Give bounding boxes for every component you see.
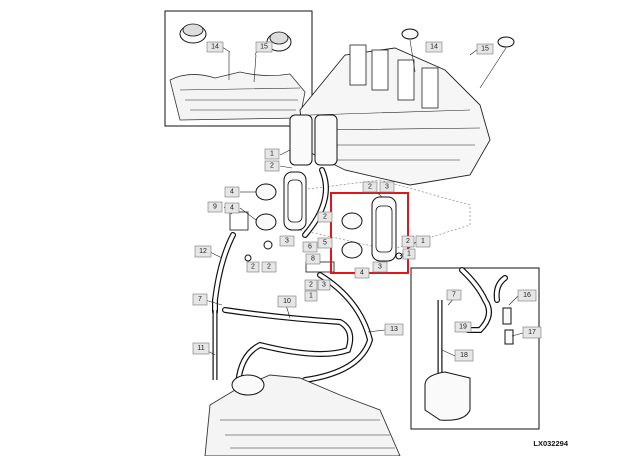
callout-14: 14: [206, 41, 224, 53]
svg-text:14: 14: [430, 44, 438, 51]
callout-7: 7: [446, 289, 462, 301]
callout-4: 4: [224, 186, 240, 198]
svg-text:12: 12: [199, 248, 207, 255]
callout-2: 2: [317, 211, 333, 223]
svg-text:1: 1: [270, 151, 274, 158]
callout-9: 9: [207, 201, 223, 213]
svg-text:11: 11: [197, 345, 204, 352]
svg-text:5: 5: [323, 240, 327, 247]
svg-text:7: 7: [452, 292, 456, 299]
callout-11: 11: [192, 342, 210, 355]
svg-text:3: 3: [378, 264, 382, 271]
svg-text:15: 15: [481, 46, 489, 53]
callout-5: 5: [317, 237, 333, 249]
hose-lines: [212, 167, 374, 388]
callout-15: 15: [476, 43, 494, 55]
svg-text:18: 18: [460, 352, 468, 359]
inset-top-left: [164, 10, 313, 127]
left-part-cluster: [229, 114, 338, 273]
highlight-frame: [330, 192, 409, 274]
highlighted-parts: [341, 196, 403, 262]
callout-18: 18: [454, 349, 474, 362]
callout-1: 1: [415, 235, 431, 248]
callout-3: 3: [279, 235, 295, 247]
callout-1: 1: [264, 148, 280, 160]
callout-2: 2: [304, 279, 318, 291]
svg-text:6: 6: [308, 244, 312, 251]
svg-text:2: 2: [251, 264, 255, 271]
svg-text:2: 2: [368, 184, 372, 191]
svg-text:16: 16: [523, 292, 531, 299]
svg-text:2: 2: [406, 238, 410, 245]
callout-16: 16: [517, 289, 537, 302]
callout-3: 3: [317, 279, 331, 291]
callout-2: 2: [401, 235, 415, 248]
callout-14: 14: [425, 41, 443, 53]
svg-text:15: 15: [260, 44, 268, 51]
svg-text:2: 2: [270, 163, 274, 170]
callout-15: 15: [255, 41, 273, 53]
svg-text:2: 2: [309, 282, 313, 289]
valve-stack: [299, 28, 515, 186]
svg-text:7: 7: [198, 296, 202, 303]
callout-3: 3: [372, 261, 388, 273]
svg-text:3: 3: [322, 282, 326, 289]
callout-8: 8: [305, 253, 321, 265]
engine-block: [204, 374, 401, 456]
svg-text:4: 4: [360, 270, 364, 277]
callout-1: 1: [402, 248, 416, 260]
callout-3: 3: [379, 181, 395, 193]
svg-text:10: 10: [283, 298, 291, 305]
callout-4: 4: [354, 267, 370, 279]
svg-text:1: 1: [421, 238, 425, 245]
callout-4: 4: [224, 202, 240, 214]
callout-tags: 14 15 14 15 1 2 4 4 9 3 6 5 2 8 2 12 2 3…: [192, 41, 542, 362]
callout-6: 6: [302, 241, 318, 253]
svg-text:4: 4: [230, 189, 234, 196]
svg-text:1: 1: [309, 293, 313, 300]
svg-text:4: 4: [230, 205, 234, 212]
svg-text:8: 8: [311, 256, 315, 263]
callout-2: 2: [362, 181, 378, 193]
svg-text:19: 19: [459, 324, 467, 331]
svg-text:9: 9: [213, 204, 217, 211]
callout-19: 19: [454, 321, 472, 333]
svg-text:2: 2: [323, 214, 327, 221]
svg-text:14: 14: [211, 44, 219, 51]
svg-text:3: 3: [285, 238, 289, 245]
callout-13: 13: [384, 323, 404, 336]
figure-code: LX032294: [533, 439, 568, 448]
svg-text:17: 17: [528, 329, 536, 336]
callout-2: 2: [246, 261, 260, 273]
callout-7: 7: [192, 293, 208, 306]
svg-text:1: 1: [407, 251, 411, 258]
callout-2: 2: [264, 160, 280, 172]
callout-12: 12: [194, 245, 212, 258]
callout-1: 1: [304, 290, 318, 302]
callout-2: 2: [261, 261, 277, 273]
svg-text:13: 13: [390, 326, 398, 333]
inset-bottom-right: [410, 267, 540, 430]
callout-10: 10: [277, 295, 297, 308]
svg-text:3: 3: [385, 184, 389, 191]
callout-17: 17: [522, 326, 542, 339]
svg-text:2: 2: [267, 264, 271, 271]
